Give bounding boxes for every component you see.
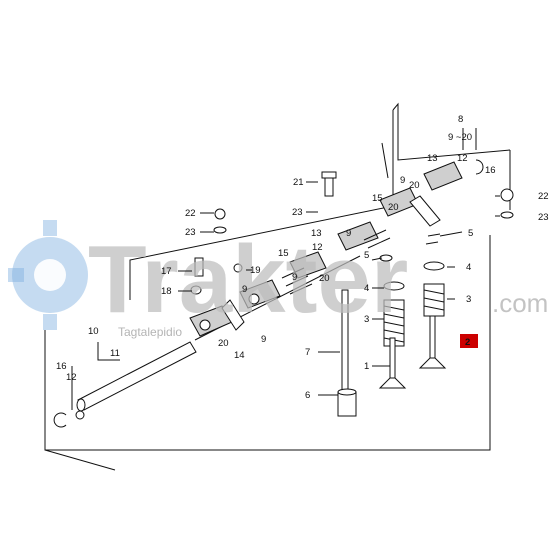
label-12: 12 — [66, 372, 77, 383]
valve-1 — [378, 337, 407, 389]
label-20: 20 — [319, 273, 330, 284]
label-15: 15 — [278, 248, 289, 259]
label-4: 4 — [364, 283, 369, 294]
label-1: 1 — [364, 361, 369, 372]
label-16: 16 — [485, 165, 496, 176]
label-19: 19 — [250, 265, 261, 276]
label-16: 16 — [56, 361, 67, 372]
label-11: 11 — [110, 348, 120, 359]
rocker-shaft — [76, 255, 361, 412]
rocker-arm-3 — [281, 251, 327, 295]
watermark: Trakter .com Tagtalepidio — [8, 220, 548, 339]
label-23: 23 — [538, 212, 549, 223]
label-22: 22 — [538, 191, 549, 202]
valve-2 — [418, 315, 447, 369]
label-18: 18 — [161, 286, 172, 297]
label-8-range: 9 ~20 — [448, 132, 472, 143]
label-3: 3 — [466, 294, 471, 305]
bolt-21 — [321, 171, 337, 197]
label-14: 14 — [234, 350, 245, 361]
rocker-arm-2 — [221, 279, 281, 331]
leader-lines — [71, 128, 500, 410]
label-20: 20 — [388, 202, 399, 213]
nut-22-left — [213, 208, 227, 234]
highlight-label: 2 — [465, 337, 470, 348]
watermark-tagline: Tagtalepidio — [118, 325, 182, 339]
label-9: 9 — [261, 334, 266, 345]
label-3: 3 — [364, 314, 369, 325]
label-12: 12 — [312, 242, 323, 253]
rocker-arm-4 — [337, 221, 391, 251]
label-20: 20 — [218, 338, 229, 349]
washer-18 — [190, 285, 202, 295]
highlight-marker[interactable] — [460, 334, 478, 348]
watermark-domain: .com — [492, 288, 548, 318]
valve-spring-left — [379, 254, 405, 347]
plug-17 — [194, 257, 204, 277]
circlip-16-left — [53, 410, 85, 428]
watermark-brand: Trakter — [88, 226, 408, 333]
label-22: 22 — [185, 208, 196, 219]
assembly-frame — [44, 102, 511, 471]
label-9: 9 — [292, 272, 297, 283]
label-23: 23 — [185, 227, 196, 238]
label-10: 10 — [88, 326, 99, 337]
rocker-arm-5 — [379, 161, 463, 227]
label-23: 23 — [292, 207, 303, 218]
label-12: 12 — [457, 153, 468, 164]
label-4: 4 — [466, 262, 471, 273]
nut-22-right — [500, 188, 514, 219]
label-21: 21 — [293, 177, 304, 188]
label-9: 9 — [346, 228, 351, 239]
tappet-6 — [337, 388, 357, 417]
screw-19 — [233, 263, 243, 273]
part-labels: 8 9 ~20 13 12 16 9 20 21 22 23 15 20 23 … — [56, 114, 549, 401]
label-17: 17 — [161, 266, 172, 277]
label-6: 6 — [305, 390, 310, 401]
label-13: 13 — [427, 153, 438, 164]
circlip-16-right — [475, 159, 484, 175]
label-5: 5 — [364, 250, 369, 261]
label-9: 9 — [400, 175, 405, 186]
label-9: 9 — [242, 284, 247, 295]
valve-spring-right — [423, 233, 445, 317]
label-7: 7 — [305, 347, 310, 358]
highlight-part-2[interactable]: 2 — [460, 334, 478, 348]
label-8: 8 — [458, 114, 463, 125]
label-15: 15 — [372, 193, 383, 204]
label-13: 13 — [311, 228, 322, 239]
label-20: 20 — [409, 180, 420, 191]
label-5: 5 — [468, 228, 473, 239]
gear-icon — [8, 220, 88, 330]
